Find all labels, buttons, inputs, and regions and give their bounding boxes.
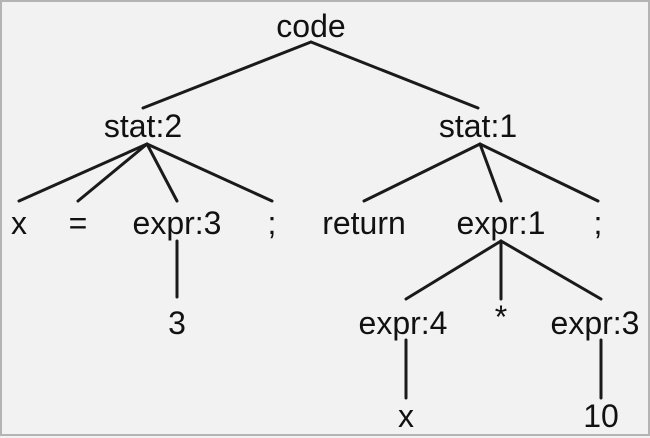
node-semicolon-right: ; <box>593 205 603 241</box>
node-semicolon-left: ; <box>267 205 277 241</box>
edge-code-stat1 <box>309 40 480 110</box>
node-number-3: 3 <box>168 305 186 341</box>
node-number-10: 10 <box>583 398 619 434</box>
node-code: code <box>276 8 346 44</box>
node-x-var: x <box>11 205 27 241</box>
edge-code-stat2 <box>141 40 313 110</box>
node-stat2: stat:2 <box>103 108 183 144</box>
edge-stat1-semicolon <box>478 142 600 203</box>
edge-expr1-expr4 <box>404 239 503 301</box>
edge-stat2-x <box>17 142 149 203</box>
edge-stat2-eq <box>76 142 149 203</box>
node-expr3-left: expr:3 <box>132 205 222 241</box>
edge-expr1-expr3 <box>499 239 603 301</box>
node-equals: = <box>68 205 88 241</box>
node-expr1: expr:1 <box>456 205 546 241</box>
node-x-leaf: x <box>398 398 414 434</box>
edge-stat2-semicolon <box>145 142 274 203</box>
edge-stat1-return <box>362 142 482 203</box>
node-expr4: expr:4 <box>358 305 448 341</box>
node-expr3-right: expr:3 <box>550 305 640 341</box>
edge-stat1-expr1 <box>478 142 503 203</box>
node-return: return <box>322 205 406 241</box>
node-multiply: * <box>494 299 508 335</box>
node-stat1: stat:1 <box>438 108 518 144</box>
edge-stat2-expr3 <box>145 142 179 203</box>
